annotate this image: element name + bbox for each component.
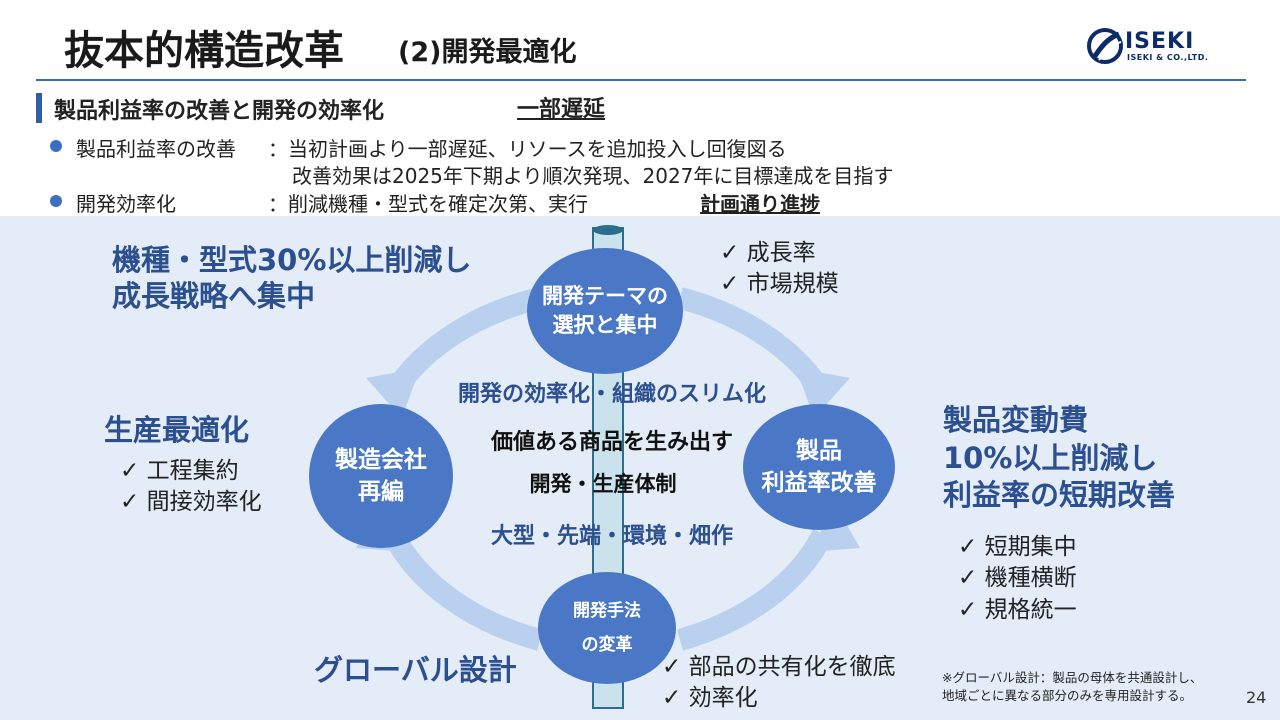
section-marker — [36, 93, 42, 123]
check-item: ✓ 部品の共有化を徹底 — [662, 652, 896, 683]
check-item: ✓ 成長率 — [720, 238, 839, 269]
circle-label: 製造会社 — [335, 446, 427, 473]
center-main-text: 開発・生産体制 — [529, 472, 677, 496]
check-text: 工程集約 — [146, 458, 239, 484]
circle-theme-selection: 開発テーマの選択と集中 — [527, 248, 683, 374]
page-number: 24 — [1246, 688, 1267, 707]
goal-top-left: 機種・型式30%以上削減し 成長戦略へ集中 — [112, 242, 471, 315]
page-subtitle: (2)開発最適化 — [398, 37, 577, 68]
check-text: 効率化 — [688, 685, 758, 712]
goal-line: 成長戦略へ集中 — [112, 279, 316, 314]
bullet-label: 開発効率化 — [76, 192, 176, 216]
check-item: ✓ 機種横断 — [958, 563, 1077, 594]
goal-line: 10%以上削減し — [943, 440, 1158, 475]
bullet-status: 計画通り進捗 — [700, 192, 820, 216]
check-text: 間接効率化 — [146, 489, 262, 516]
check-text: 市場規模 — [746, 271, 839, 298]
check-text: 規格統一 — [984, 596, 1077, 623]
circle-product-margin: 製品利益率改善 — [743, 404, 895, 530]
bullet-text: ：削減機種・型式を確定次第、実行 — [268, 192, 588, 216]
circle-label: 選択と集中 — [552, 313, 658, 337]
bullet-dot — [50, 140, 62, 152]
check-item: ✓ 市場規模 — [720, 269, 839, 300]
bullet-text: 改善効果は2025年下期より順次発現、2027年に目標達成を目指す — [292, 164, 894, 188]
check-icon: ✓ — [720, 240, 740, 266]
circle-manufacturing-reorg: 製造会社再編 — [309, 404, 453, 548]
footnote-line: ※グローバル設計：製品の母体を共通設計し、 — [942, 670, 1203, 685]
check-icon: ✓ — [958, 565, 978, 592]
check-text: 成長率 — [746, 240, 816, 266]
check-item: ✓ 短期集中 — [958, 532, 1077, 563]
check-list-right: ✓ 短期集中 ✓ 機種横断 ✓ 規格統一 — [958, 532, 1077, 626]
footnote-line: 地域ごとに異なる部分のみを専用設計する。 — [942, 688, 1193, 704]
circle-label: の変革 — [581, 635, 633, 655]
goal-left: 生産最適化 — [104, 413, 250, 447]
check-icon: ✓ — [120, 458, 140, 484]
check-item: ✓ 工程集約 — [120, 456, 262, 487]
check-item: ✓ 間接効率化 — [120, 487, 262, 518]
goal-line: 利益率の短期改善 — [943, 478, 1176, 513]
center-main-text: 価値ある商品を生み出す — [490, 430, 733, 455]
goal-bottom: グローバル設計 — [314, 653, 517, 687]
section-title: 製品利益率の改善と開発の効率化 — [54, 99, 385, 124]
check-text: 部品の共有化を徹底 — [688, 654, 896, 680]
bullet-dot — [50, 195, 62, 207]
logo-subtext: ISEKI & CO.,LTD. — [1127, 53, 1209, 62]
circle-dev-method: 開発手法の変革 — [538, 572, 676, 684]
check-icon: ✓ — [958, 534, 978, 560]
footnote: ※グローバル設計：製品の母体を共通設計し、 地域ごとに異なる部分のみを専用設計す… — [942, 669, 1202, 705]
goal-line: 機種・型式30%以上削減し — [112, 243, 472, 277]
pillar-top — [593, 225, 623, 235]
check-list-top: ✓ 成長率 ✓ 市場規模 — [720, 238, 839, 301]
circle-label: 製品 — [796, 437, 842, 464]
check-list-bottom: ✓ 部品の共有化を徹底 ✓ 効率化 — [662, 652, 896, 715]
page-title: 抜本的構造改革 — [64, 28, 344, 74]
circle-label: 開発テーマの — [542, 283, 668, 308]
check-icon: ✓ — [662, 685, 682, 712]
check-icon: ✓ — [720, 271, 740, 298]
iseki-logo-icon — [1087, 28, 1123, 64]
logo-text: ISEKI — [1125, 29, 1195, 54]
bullet-text: ：当初計画より一部遅延、リソースを追加投入し回復図る — [268, 137, 787, 161]
goal-line: 製品変動費 — [943, 403, 1089, 437]
bullet-label: 製品利益率の改善 — [76, 137, 236, 161]
goal-right: 製品変動費 10%以上削減し 利益率の短期改善 — [943, 402, 1175, 515]
circle-label: 再編 — [358, 479, 404, 505]
circle-label: 利益率改善 — [761, 470, 877, 496]
center-lower-text: 大型・先端・環境・畑作 — [490, 524, 733, 549]
check-item: ✓ 規格統一 — [958, 595, 1077, 626]
section-status: 一部遅延 — [517, 97, 606, 122]
check-list-left: ✓ 工程集約 ✓ 間接効率化 — [120, 456, 262, 519]
check-icon: ✓ — [958, 596, 978, 623]
center-upper-text: 開発の効率化・組織のスリム化 — [457, 382, 766, 407]
check-text: 機種横断 — [984, 565, 1077, 592]
check-text: 短期集中 — [984, 534, 1077, 560]
check-icon: ✓ — [662, 654, 682, 680]
check-icon: ✓ — [120, 489, 140, 516]
circle-label: 開発手法 — [573, 601, 641, 621]
header-divider — [36, 79, 1246, 81]
check-item: ✓ 効率化 — [662, 683, 896, 714]
